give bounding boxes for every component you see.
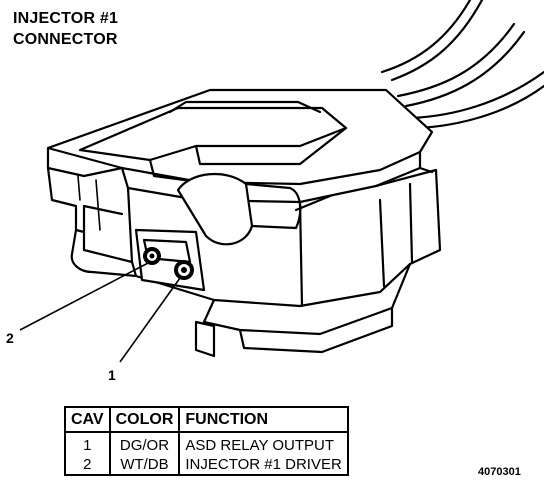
callout-1: 1 xyxy=(108,367,116,383)
callout-2: 2 xyxy=(6,330,14,346)
header-cav: CAV xyxy=(65,407,110,433)
figure-id: 4070301 xyxy=(478,466,521,478)
cell-color: WT/DB xyxy=(108,455,180,475)
title-line-2: CONNECTOR xyxy=(13,31,118,48)
terminal-1-icon xyxy=(174,260,194,280)
wire-bundle xyxy=(380,0,544,130)
pinout-table: CAV COLOR FUNCTION 1 DG/OR ASD RELAY OUT… xyxy=(64,406,349,476)
table-row: 1 DG/OR ASD RELAY OUTPUT xyxy=(65,432,348,455)
leader-line-2 xyxy=(19,261,151,331)
header-function: FUNCTION xyxy=(178,407,348,433)
table-header-row: CAV COLOR FUNCTION xyxy=(65,407,348,433)
cell-function: ASD RELAY OUTPUT xyxy=(178,432,348,455)
diagram-title: INJECTOR #1 CONNECTOR xyxy=(13,8,118,50)
connector-housing xyxy=(46,88,442,358)
leader-line-1 xyxy=(119,277,181,363)
table-row: 2 WT/DB INJECTOR #1 DRIVER xyxy=(65,455,348,475)
terminal-2-icon xyxy=(143,247,161,265)
cell-color: DG/OR xyxy=(108,432,180,455)
title-line-1: INJECTOR #1 xyxy=(13,10,119,27)
cell-cav: 1 xyxy=(83,437,92,454)
header-color: COLOR xyxy=(108,407,180,433)
cell-cav: 2 xyxy=(83,456,92,473)
cell-function: INJECTOR #1 DRIVER xyxy=(178,455,348,475)
